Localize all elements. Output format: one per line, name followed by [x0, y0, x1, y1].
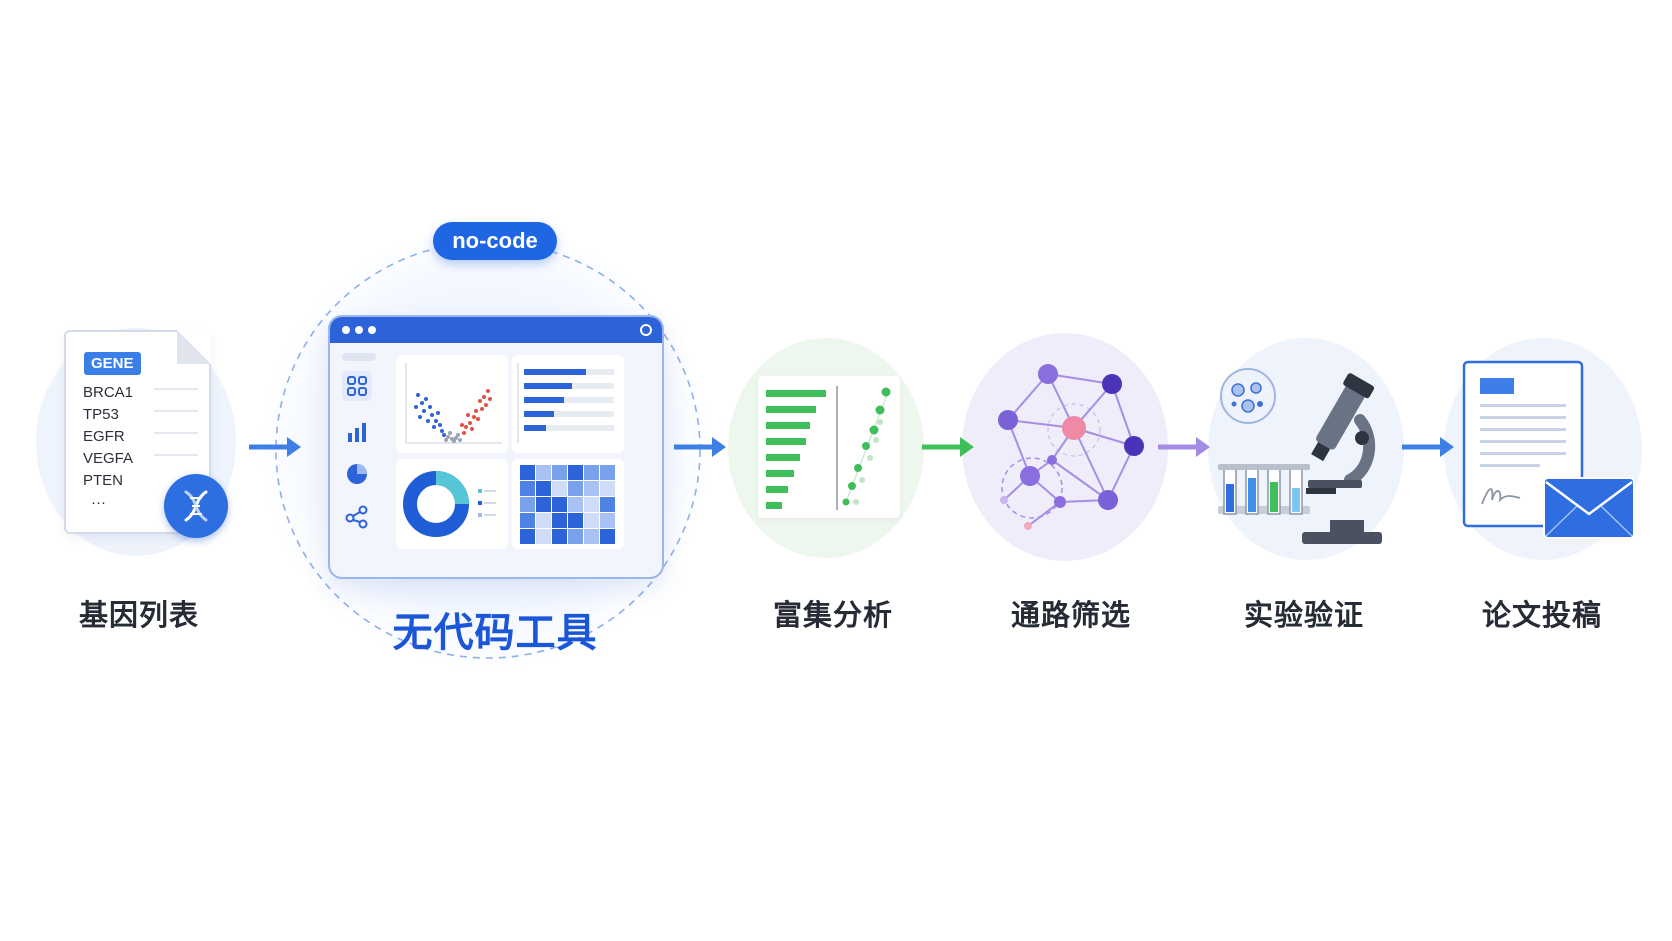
heatmap-cell: [584, 465, 599, 480]
window-dot: [368, 326, 376, 334]
step-label: 实验验证: [1243, 598, 1364, 632]
flow-arrow-icon: [674, 437, 726, 457]
heatmap-cell: [536, 481, 551, 496]
heatmap-cell: [520, 529, 535, 544]
heatmap-cell: [568, 465, 583, 480]
pie-chart-icon: [342, 459, 372, 489]
heatmap-cell: [552, 497, 567, 512]
paper-envelope-icon: [1462, 360, 1635, 539]
heatmap-cell: [584, 529, 599, 544]
browser-titlebar: [330, 317, 662, 343]
doc-line: [154, 454, 198, 456]
doc-line: [154, 410, 198, 412]
heatmap-cell: [536, 497, 551, 512]
doc-line: [154, 432, 198, 434]
heatmap-cell: [552, 465, 567, 480]
heatmap-cell: [568, 481, 583, 496]
heatmap-cell: [520, 497, 535, 512]
bar-chart-panel: [512, 355, 624, 453]
gene-item: VEGFA: [83, 450, 134, 467]
step-label: 富集分析: [772, 598, 893, 632]
heatmap-cell: [568, 497, 583, 512]
network-icon: [998, 364, 1144, 530]
heatmap-cell: [600, 465, 615, 480]
browser-window-icon: [328, 315, 664, 579]
flow-arrow-icon: [1158, 437, 1210, 457]
heatmap-cell: [552, 513, 567, 528]
step-label: 论文投稿: [1481, 598, 1602, 632]
doc-line: [154, 388, 198, 390]
heatmap-cell: [600, 513, 615, 528]
step-label: 通路筛选: [1010, 598, 1131, 632]
heatmap-cell: [584, 497, 599, 512]
heatmap-cell: [600, 529, 615, 544]
step-label: 基因列表: [78, 598, 199, 632]
gene-item: EGFR: [83, 428, 125, 445]
heatmap-cell: [584, 513, 599, 528]
heatmap-cell: [536, 465, 551, 480]
heatmap-cell: [600, 497, 615, 512]
window-dot: [342, 326, 350, 334]
heatmap-cell: [584, 481, 599, 496]
donut-chart-panel: [396, 459, 508, 549]
document-fold: [177, 330, 211, 364]
gene-header-badge: GENE: [84, 352, 141, 375]
window-button-icon: [640, 324, 652, 336]
heatmap-cell: [536, 513, 551, 528]
heatmap-cell: [552, 481, 567, 496]
heatmap-panel: [512, 459, 624, 549]
gene-list-more: ···: [91, 494, 106, 511]
flow-arrow-icon: [922, 437, 974, 457]
flow-arrow-icon: [1402, 437, 1454, 457]
share-icon: [342, 501, 372, 531]
dna-icon: [164, 474, 228, 538]
sidebar-pill: [342, 353, 376, 361]
heatmap-cell: [600, 481, 615, 496]
bar-chart-icon: [342, 417, 372, 447]
heatmap-cell: [536, 529, 551, 544]
window-dot: [355, 326, 363, 334]
heatmap-cell: [520, 465, 535, 480]
no-code-badge: no-code: [433, 222, 557, 260]
step-label-main: 无代码工具: [392, 610, 598, 656]
bar-dot-chart-icon: [758, 376, 900, 518]
heatmap-cell: [568, 529, 583, 544]
microscope-icon: [1218, 368, 1382, 544]
flow-arrow-icon: [249, 437, 301, 457]
heatmap-cell: [520, 481, 535, 496]
gene-list: BRCA1 TP53 EGFR VEGFA PTEN ···: [83, 382, 133, 514]
heatmap-cell: [552, 529, 567, 544]
heatmap-cell: [520, 513, 535, 528]
grid-icon: [342, 371, 372, 401]
gene-item: PTEN: [83, 472, 124, 489]
heatmap-cell: [568, 513, 583, 528]
volcano-plot-panel: [396, 355, 508, 453]
gene-item: TP53: [83, 406, 119, 423]
gene-item: BRCA1: [83, 384, 134, 401]
